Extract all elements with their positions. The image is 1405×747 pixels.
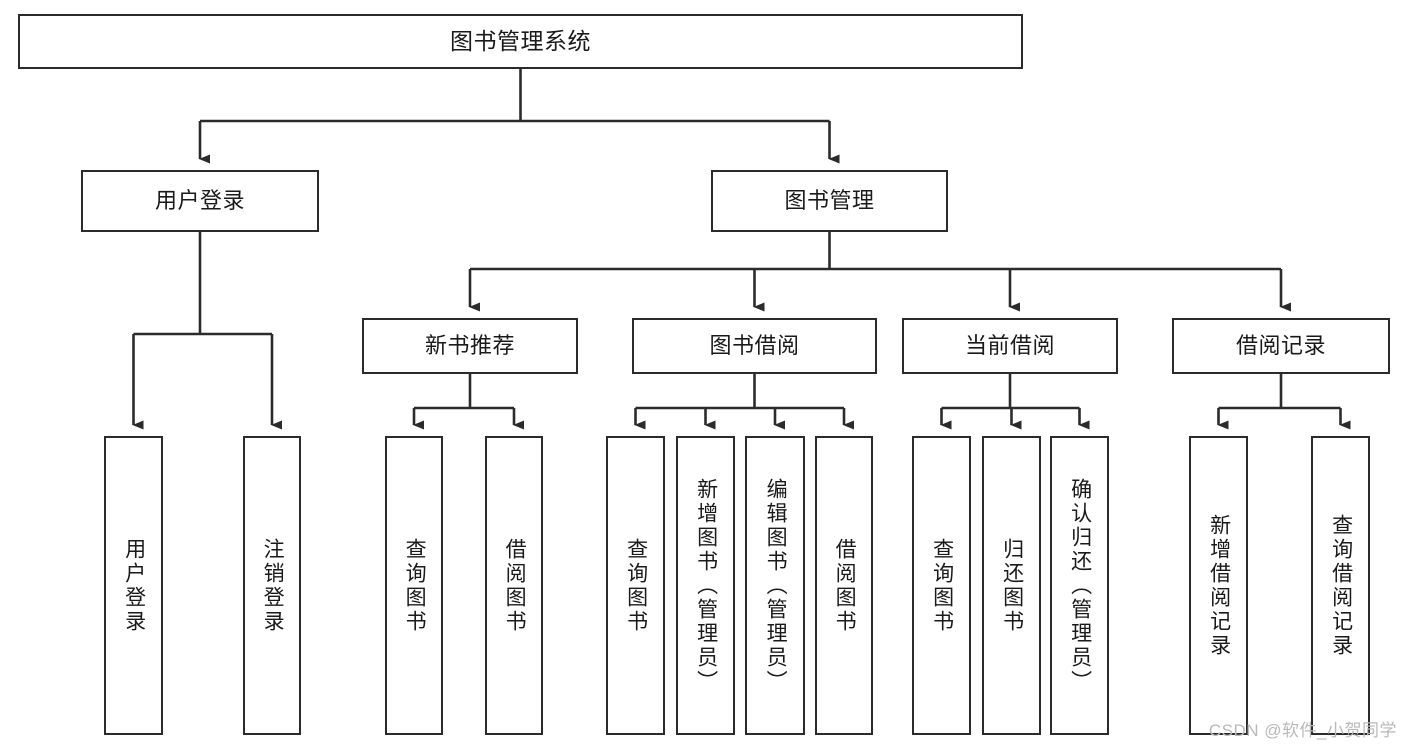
node-leaf-query-book-2: 查询图书 [606, 436, 665, 735]
node-current-borrow: 当前借阅 [902, 318, 1118, 374]
node-label: 用户登录 [122, 537, 146, 634]
node-book-borrow: 图书借阅 [632, 318, 877, 374]
node-label: 确认归还（管理员） [1068, 477, 1092, 694]
node-label: 借阅记录 [1235, 333, 1326, 359]
node-label: 新书推荐 [424, 333, 515, 359]
node-root: 图书管理系统 [18, 14, 1023, 69]
node-leaf-confirm-return: 确认归还（管理员） [1050, 436, 1109, 735]
node-book-manage: 图书管理 [711, 170, 948, 232]
node-label: 图书管理 [784, 188, 875, 214]
node-user-login: 用户登录 [81, 170, 319, 232]
node-label: 图书管理系统 [450, 28, 591, 55]
node-new-book-rec: 新书推荐 [362, 318, 578, 374]
node-label: 借阅图书 [503, 537, 527, 634]
node-label: 查询借阅记录 [1329, 513, 1353, 658]
node-leaf-add-book: 新增图书（管理员） [676, 436, 735, 735]
node-leaf-add-record: 新增借阅记录 [1189, 436, 1248, 735]
node-label: 新增借阅记录 [1207, 513, 1231, 658]
node-leaf-query-record: 查询借阅记录 [1311, 436, 1370, 735]
node-leaf-edit-book: 编辑图书（管理员） [745, 436, 805, 735]
node-label: 当前借阅 [964, 333, 1055, 359]
node-leaf-user-login: 用户登录 [104, 436, 163, 735]
node-label: 查询图书 [930, 537, 954, 634]
node-label: 归还图书 [1000, 537, 1024, 634]
node-borrow-record: 借阅记录 [1172, 318, 1390, 374]
node-label: 借阅图书 [833, 537, 857, 634]
node-label: 注销登录 [261, 537, 285, 634]
node-leaf-borrow-book-2: 借阅图书 [815, 436, 873, 735]
node-label: 查询图书 [624, 537, 648, 634]
node-leaf-logout: 注销登录 [243, 436, 301, 735]
node-leaf-return-book: 归还图书 [982, 436, 1041, 735]
node-leaf-query-book-3: 查询图书 [912, 436, 971, 735]
node-leaf-query-book-1: 查询图书 [385, 436, 443, 735]
node-leaf-borrow-book-1: 借阅图书 [485, 436, 543, 735]
node-label: 图书借阅 [709, 333, 800, 359]
node-label: 用户登录 [154, 188, 245, 214]
edge-paths [132, 69, 1351, 430]
node-label: 查询图书 [403, 537, 427, 634]
node-label: 编辑图书（管理员） [764, 477, 788, 694]
node-label: 新增图书（管理员） [694, 477, 718, 694]
